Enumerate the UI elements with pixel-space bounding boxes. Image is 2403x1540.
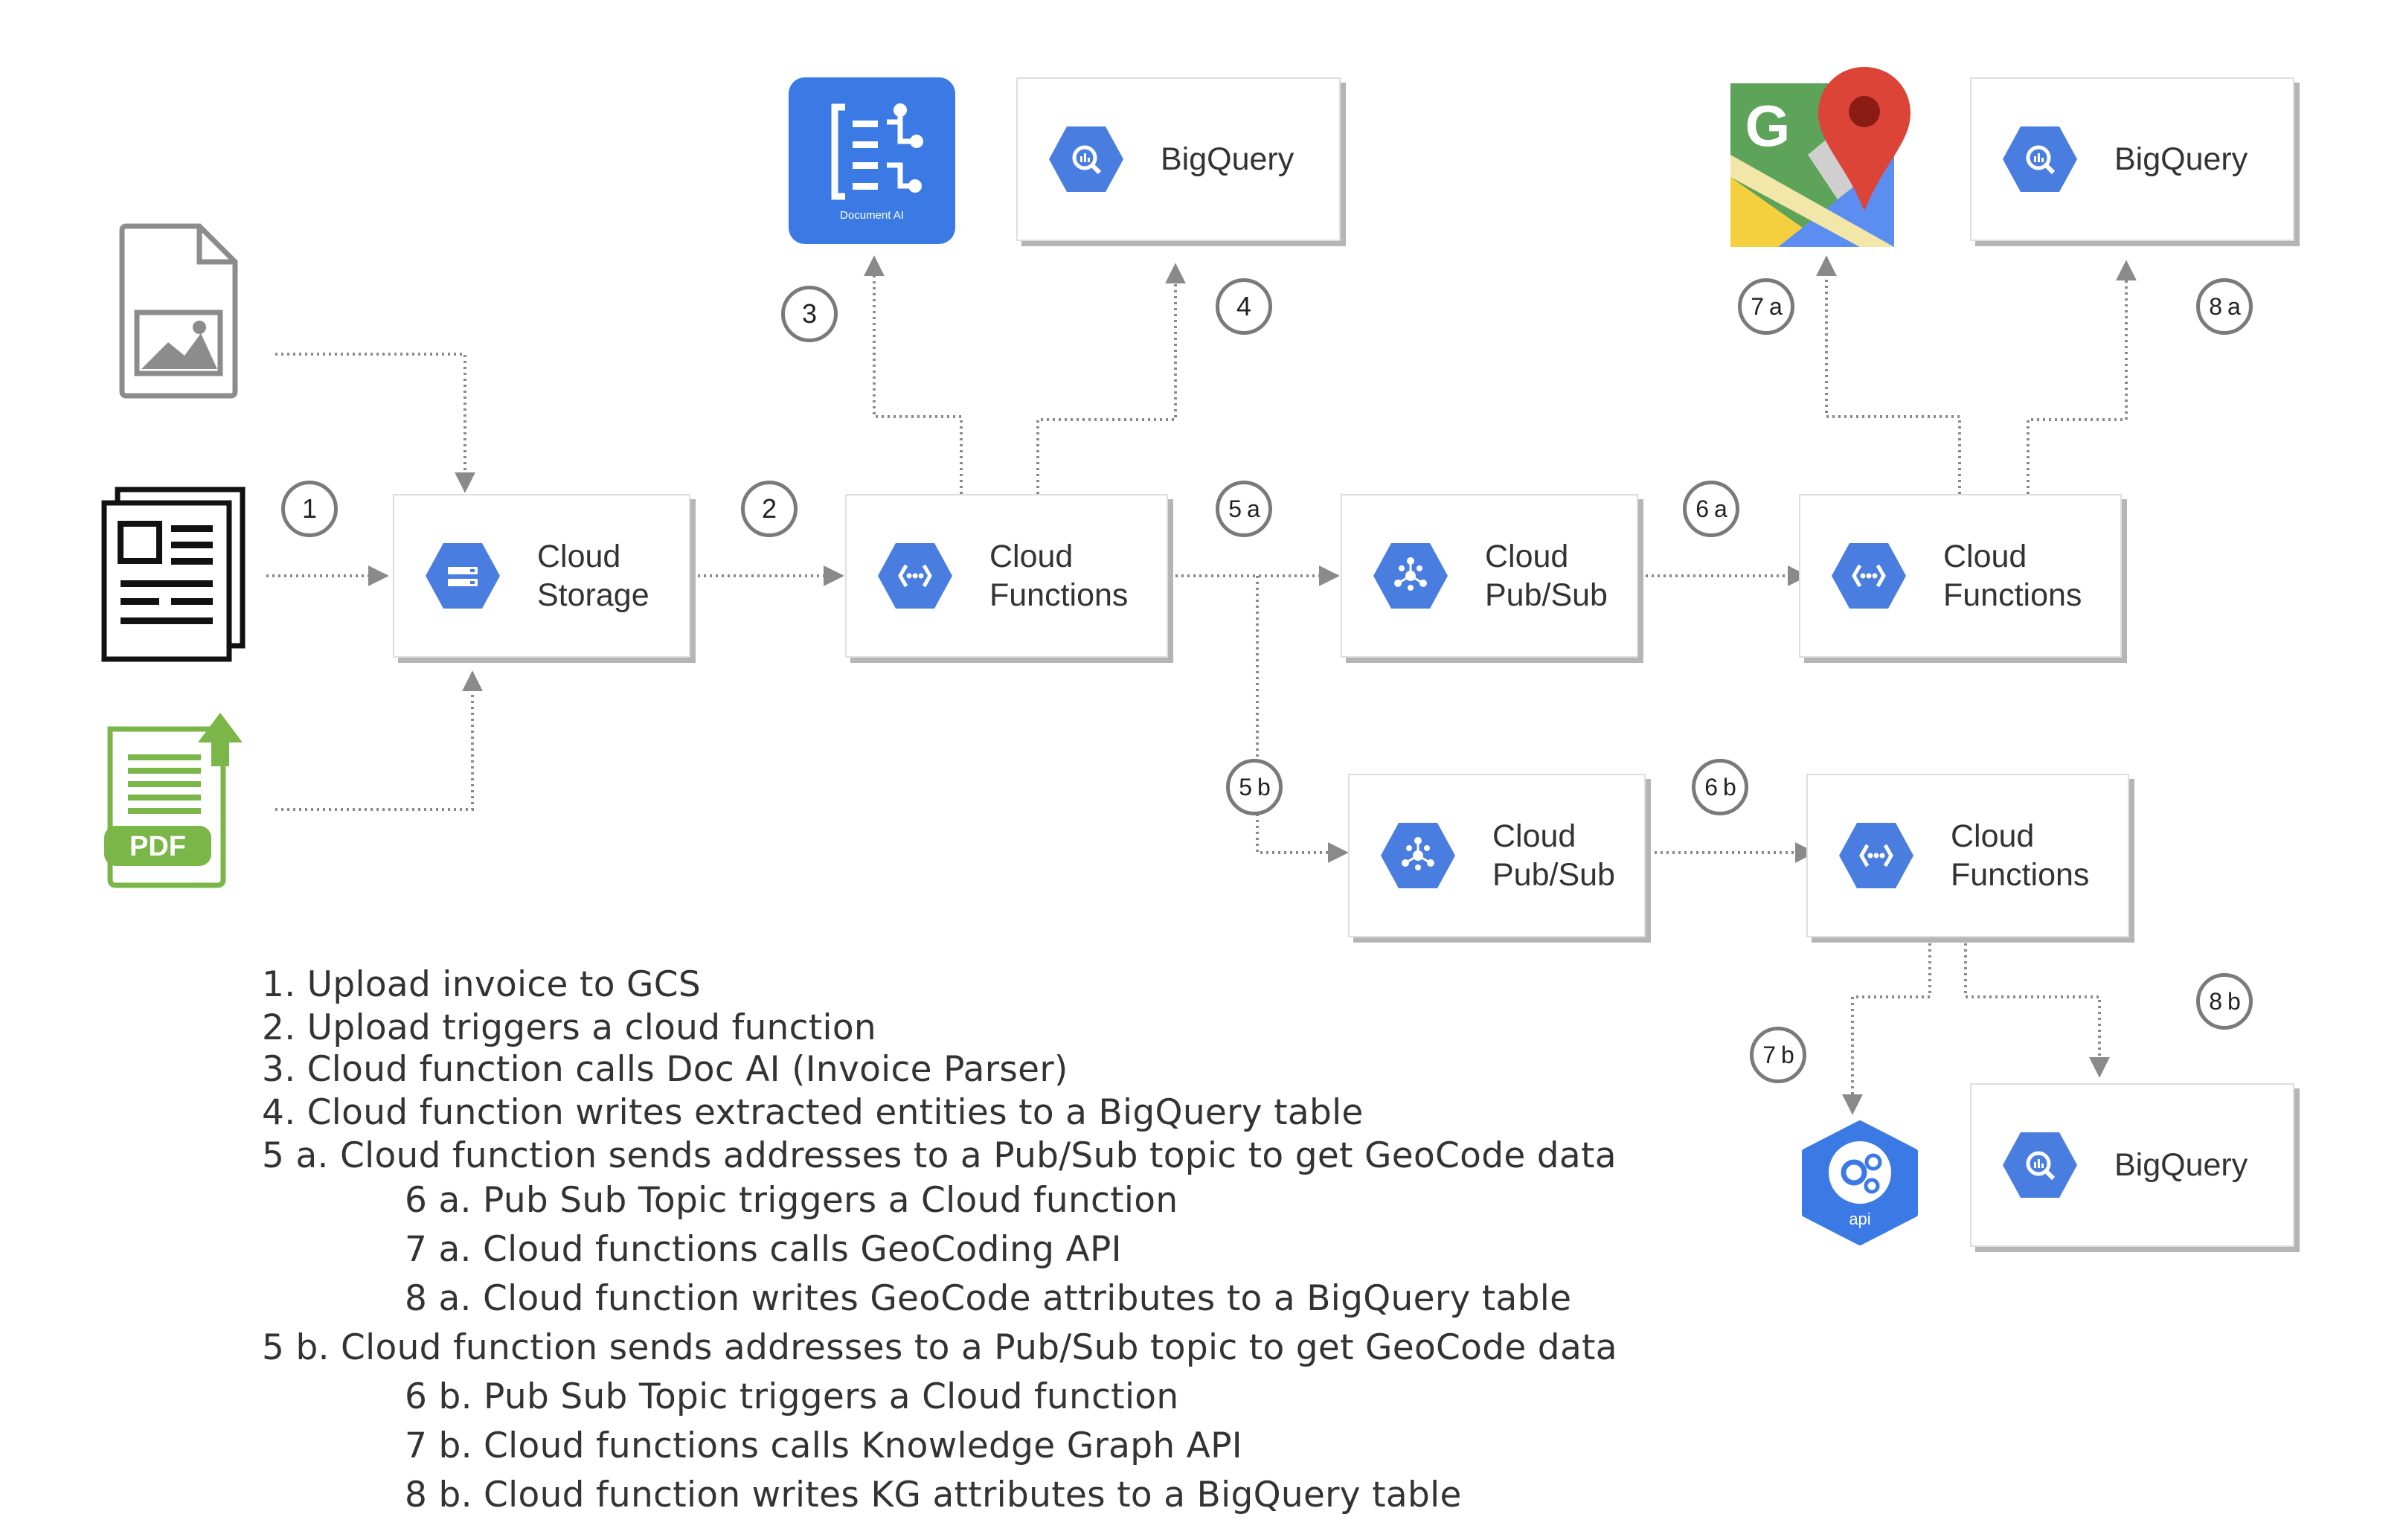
document-ai-icon: Document AI xyxy=(789,77,955,244)
step-text-3: 3. Cloud function calls Doc AI (Invoice … xyxy=(262,1049,1068,1090)
step-badge-5a: 5 a xyxy=(1216,481,1272,537)
pdf-upload-icon: PDF xyxy=(104,713,243,888)
step-badge-6b: 6 b xyxy=(1692,759,1748,815)
pubsub-icon xyxy=(1381,823,1455,888)
cloud-storage-node: Cloud Storage xyxy=(393,494,690,658)
step-badge-8a: 8 a xyxy=(2196,278,2253,335)
connector-functions-to-docai xyxy=(864,255,963,494)
maps-g-letter: G xyxy=(1745,93,1791,158)
connector-pdf-to-storage xyxy=(275,670,483,811)
pubsub-icon xyxy=(1373,543,1448,609)
step-text-6a: 6 a. Pub Sub Topic triggers a Cloud func… xyxy=(405,1180,1178,1221)
pubsub-label-b: Cloud Pub/Sub xyxy=(1492,818,1615,893)
google-maps-icon: G xyxy=(1730,67,1910,247)
document-ai-caption: Document AI xyxy=(840,209,904,222)
step-text-7b: 7 b. Cloud functions calls Knowledge Gra… xyxy=(405,1425,1242,1466)
pubsub-label-a: Cloud Pub/Sub xyxy=(1485,539,1608,613)
cloud-storage-label: Cloud Storage xyxy=(537,539,649,613)
connector-functions-b-to-api xyxy=(1842,937,1931,1115)
step-text-1: 1. Upload invoice to GCS xyxy=(262,964,701,1005)
step-text-7a: 7 a. Cloud functions calls GeoCoding API xyxy=(405,1229,1122,1270)
api-hexagon-icon: api xyxy=(1802,1120,1918,1245)
step-badge-3: 3 xyxy=(781,286,838,342)
cloud-storage-icon xyxy=(426,543,500,609)
bigquery-icon xyxy=(1049,126,1123,192)
connector-functions-to-pubsub-b xyxy=(1256,576,1349,863)
pubsub-node-b: Cloud Pub/Sub xyxy=(1348,774,1646,937)
bigquery-icon xyxy=(2003,126,2077,192)
cloud-functions-node-b: Cloud Functions xyxy=(1806,774,2129,937)
pdf-label: PDF xyxy=(129,831,186,862)
pubsub-node-a: Cloud Pub/Sub xyxy=(1341,494,1638,658)
connector-functions-to-bigquery xyxy=(1036,263,1186,494)
step-badge-1: 1 xyxy=(281,481,338,537)
cloud-functions-icon xyxy=(1832,543,1906,609)
bigquery-node-8b: BigQuery xyxy=(1970,1083,2294,1247)
connector-functions-a-to-maps xyxy=(1816,255,1961,494)
bigquery-node-4: BigQuery xyxy=(1016,77,1341,241)
step-text-6b: 6 b. Pub Sub Topic triggers a Cloud func… xyxy=(405,1376,1179,1417)
connector-functions-a-to-bigquery xyxy=(2027,260,2137,494)
cloud-functions-label-b: Cloud Functions xyxy=(1951,818,2090,893)
step-text-8a: 8 a. Cloud function writes GeoCode attri… xyxy=(405,1278,1572,1319)
connector-functions-b-to-bigquery xyxy=(1964,937,2110,1078)
bigquery-label-4: BigQuery xyxy=(1161,141,1294,177)
bigquery-icon xyxy=(2003,1132,2077,1198)
step-badge-5b: 5 b xyxy=(1226,759,1283,815)
cloud-functions-icon xyxy=(878,543,952,609)
step-badge-7a: 7 a xyxy=(1738,278,1794,335)
step-badge-7b: 7 b xyxy=(1750,1027,1806,1083)
step-badge-4: 4 xyxy=(1216,278,1272,335)
cloud-functions-label-a: Cloud Functions xyxy=(1943,539,2082,613)
step-text-5a: 5 a. Cloud function sends addresses to a… xyxy=(262,1135,1617,1176)
step-text-5b: 5 b. Cloud function sends addresses to a… xyxy=(262,1327,1617,1368)
cloud-functions-icon xyxy=(1839,823,1913,888)
image-file-icon xyxy=(119,223,238,399)
connector-image-to-storage xyxy=(275,353,475,493)
step-badge-2: 2 xyxy=(741,481,798,537)
bigquery-label-8b: BigQuery xyxy=(2114,1147,2248,1183)
bigquery-label-8a: BigQuery xyxy=(2114,141,2248,177)
bigquery-node-8a: BigQuery xyxy=(1970,77,2294,241)
cloud-functions-node: Cloud Functions xyxy=(845,494,1168,658)
invoice-document-icon xyxy=(101,487,246,662)
cloud-functions-node-a: Cloud Functions xyxy=(1799,494,2122,658)
step-text-8b: 8 b. Cloud function writes KG attributes… xyxy=(405,1475,1462,1515)
cloud-functions-label: Cloud Functions xyxy=(989,539,1129,613)
step-text-2: 2. Upload triggers a cloud function xyxy=(262,1007,877,1048)
step-badge-8b: 8 b xyxy=(2196,973,2253,1030)
connectors xyxy=(266,255,2137,1115)
api-label: api xyxy=(1849,1210,1870,1228)
step-badge-6a: 6 a xyxy=(1683,481,1739,537)
step-text-4: 4. Cloud function writes extracted entit… xyxy=(262,1092,1364,1133)
